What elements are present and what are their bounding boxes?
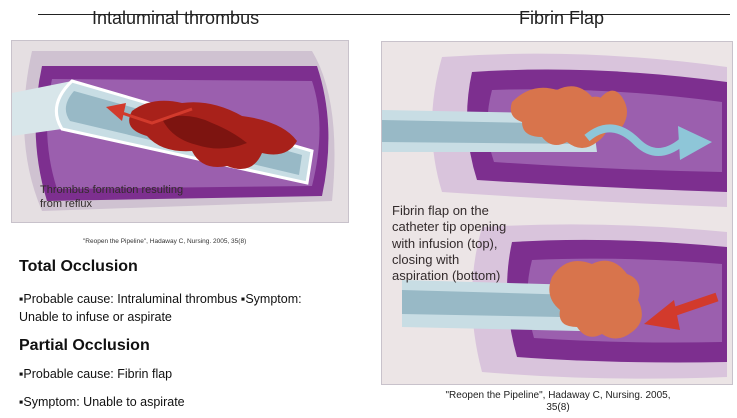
thrombus-caption: Thrombus formation resulting from reflux [40,183,200,211]
left-heading: Intaluminal thrombus [92,8,259,29]
partial-occlusion-symptom: ▪Symptom: Unable to aspirate [19,393,185,411]
total-occlusion-title: Total Occlusion [19,258,138,276]
right-heading: Fibrin Flap [519,8,604,29]
total-occlusion-line1: ▪Probable cause: Intraluminal thrombus ▪… [19,290,302,308]
right-citation: "Reopen the Pipeline", Hadaway C, Nursin… [433,390,683,414]
left-citation: "Reopen the Pipeline", Hadaway C, Nursin… [83,238,246,245]
total-occlusion-line2: Unable to infuse or aspirate [19,308,172,326]
partial-occlusion-cause: ▪Probable cause: Fibrin flap [19,365,172,383]
partial-occlusion-title: Partial Occlusion [19,337,150,355]
fibrin-flap-caption: Fibrin flap on the catheter tip opening … [392,203,512,284]
